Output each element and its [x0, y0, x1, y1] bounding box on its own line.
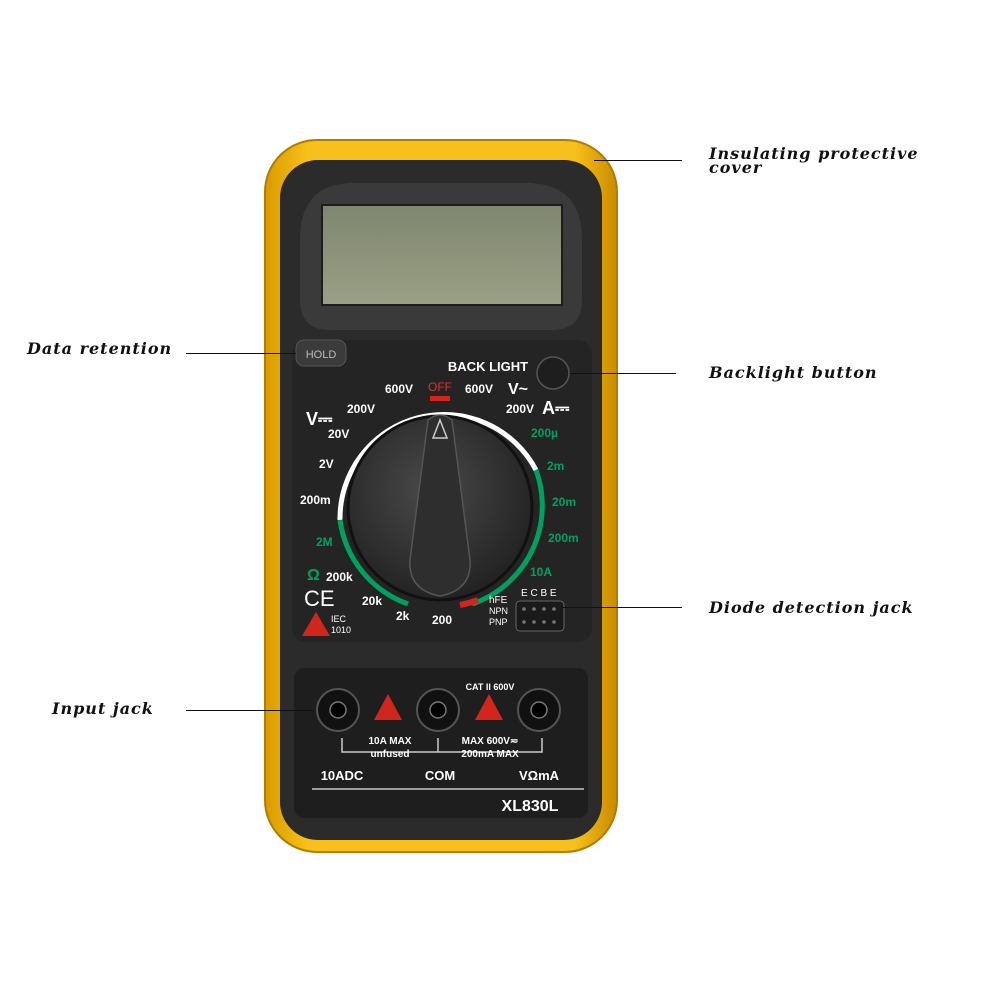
jack-panel	[294, 668, 588, 818]
dial-label: 600V	[385, 382, 413, 396]
dial-arc-red	[459, 597, 480, 608]
ohm-symbol: Ω	[307, 567, 320, 584]
model-name: XL830L	[502, 798, 559, 815]
dial-arc-green	[337, 469, 545, 607]
callout-diode: Diode detection jack	[709, 598, 914, 617]
jack-note-right-1: MAX 600V≂	[462, 736, 519, 747]
pointer-triangle-icon	[431, 417, 449, 439]
jack-brackets	[341, 738, 543, 753]
dial-labels: 600V 200V 20V 2V 200m 2M 200k 20k 2k 200…	[300, 382, 579, 627]
v-ac-symbol: V~	[508, 381, 528, 398]
dial-label: 10A	[530, 565, 552, 579]
dial-label: 200V	[506, 402, 534, 416]
callout-cover: Insulating protective cover	[709, 144, 919, 177]
dial-label: 200m	[300, 493, 331, 507]
jack-label-vohm: VΩmA	[519, 768, 560, 783]
dial-label: 200µ	[531, 426, 558, 440]
dial-label: 20m	[552, 495, 576, 509]
jack-vohm[interactable]	[517, 688, 561, 732]
iec-number: 1010	[331, 625, 351, 635]
hold-label: HOLD	[306, 349, 337, 361]
dial-label: 200V	[347, 402, 375, 416]
dial-label: 2k	[396, 609, 410, 623]
dial-label: 200k	[326, 570, 353, 584]
dial-label: 2V	[319, 457, 334, 471]
off-marker	[430, 396, 450, 401]
hfe-socket-pins	[522, 607, 556, 624]
callout-input: Input jack	[52, 699, 154, 718]
dial-label: 2m	[547, 459, 564, 473]
v-dc-symbol: V⎓	[306, 409, 333, 429]
jack-com[interactable]	[416, 688, 460, 732]
dial-label: 200m	[548, 531, 579, 545]
pnp-label: PNP	[489, 617, 508, 627]
callout-backlight: Backlight button	[709, 363, 878, 382]
knob-grip[interactable]	[409, 414, 471, 597]
hold-button[interactable]	[295, 339, 347, 367]
off-label: OFF	[428, 380, 452, 394]
hfe-label: hFE	[489, 595, 508, 606]
ecbe-label: E C B E	[521, 588, 557, 599]
jack-label-10adc: 10ADC	[321, 768, 364, 783]
dial-label: 2M	[316, 535, 333, 549]
lcd-screen	[321, 204, 563, 306]
leader-line	[594, 160, 682, 161]
jack-note-right-2: 200mA MAX	[461, 749, 519, 760]
backlight-button[interactable]	[536, 356, 570, 390]
jack-10adc[interactable]	[316, 688, 360, 732]
leader-line	[562, 607, 682, 608]
warning-triangle-icon	[475, 694, 503, 720]
dial-label: 600V	[465, 382, 493, 396]
ce-mark: CE	[304, 586, 335, 611]
callout-hold: Data retention	[27, 339, 173, 358]
iec-label: IEC	[331, 614, 347, 624]
jack-note-left-1: 10A MAX	[369, 736, 412, 747]
cat-label: CAT II 600V	[466, 682, 515, 692]
a-dc-symbol: A⎓	[542, 398, 570, 418]
jack-label-com: COM	[425, 768, 455, 783]
backlight-label: BACK LIGHT	[448, 359, 528, 374]
warning-triangle-icon	[374, 694, 402, 720]
npn-label: NPN	[489, 606, 508, 616]
leader-line	[186, 353, 296, 354]
dial-label: 20k	[362, 594, 382, 608]
dial-label: 200	[432, 613, 452, 627]
jack-note-left-2: unfused	[371, 749, 410, 760]
warning-triangle-icon	[302, 612, 330, 636]
dial-label: 20V	[328, 427, 349, 441]
hfe-socket[interactable]	[515, 600, 565, 632]
leader-line	[186, 710, 314, 711]
leader-line	[570, 373, 676, 374]
